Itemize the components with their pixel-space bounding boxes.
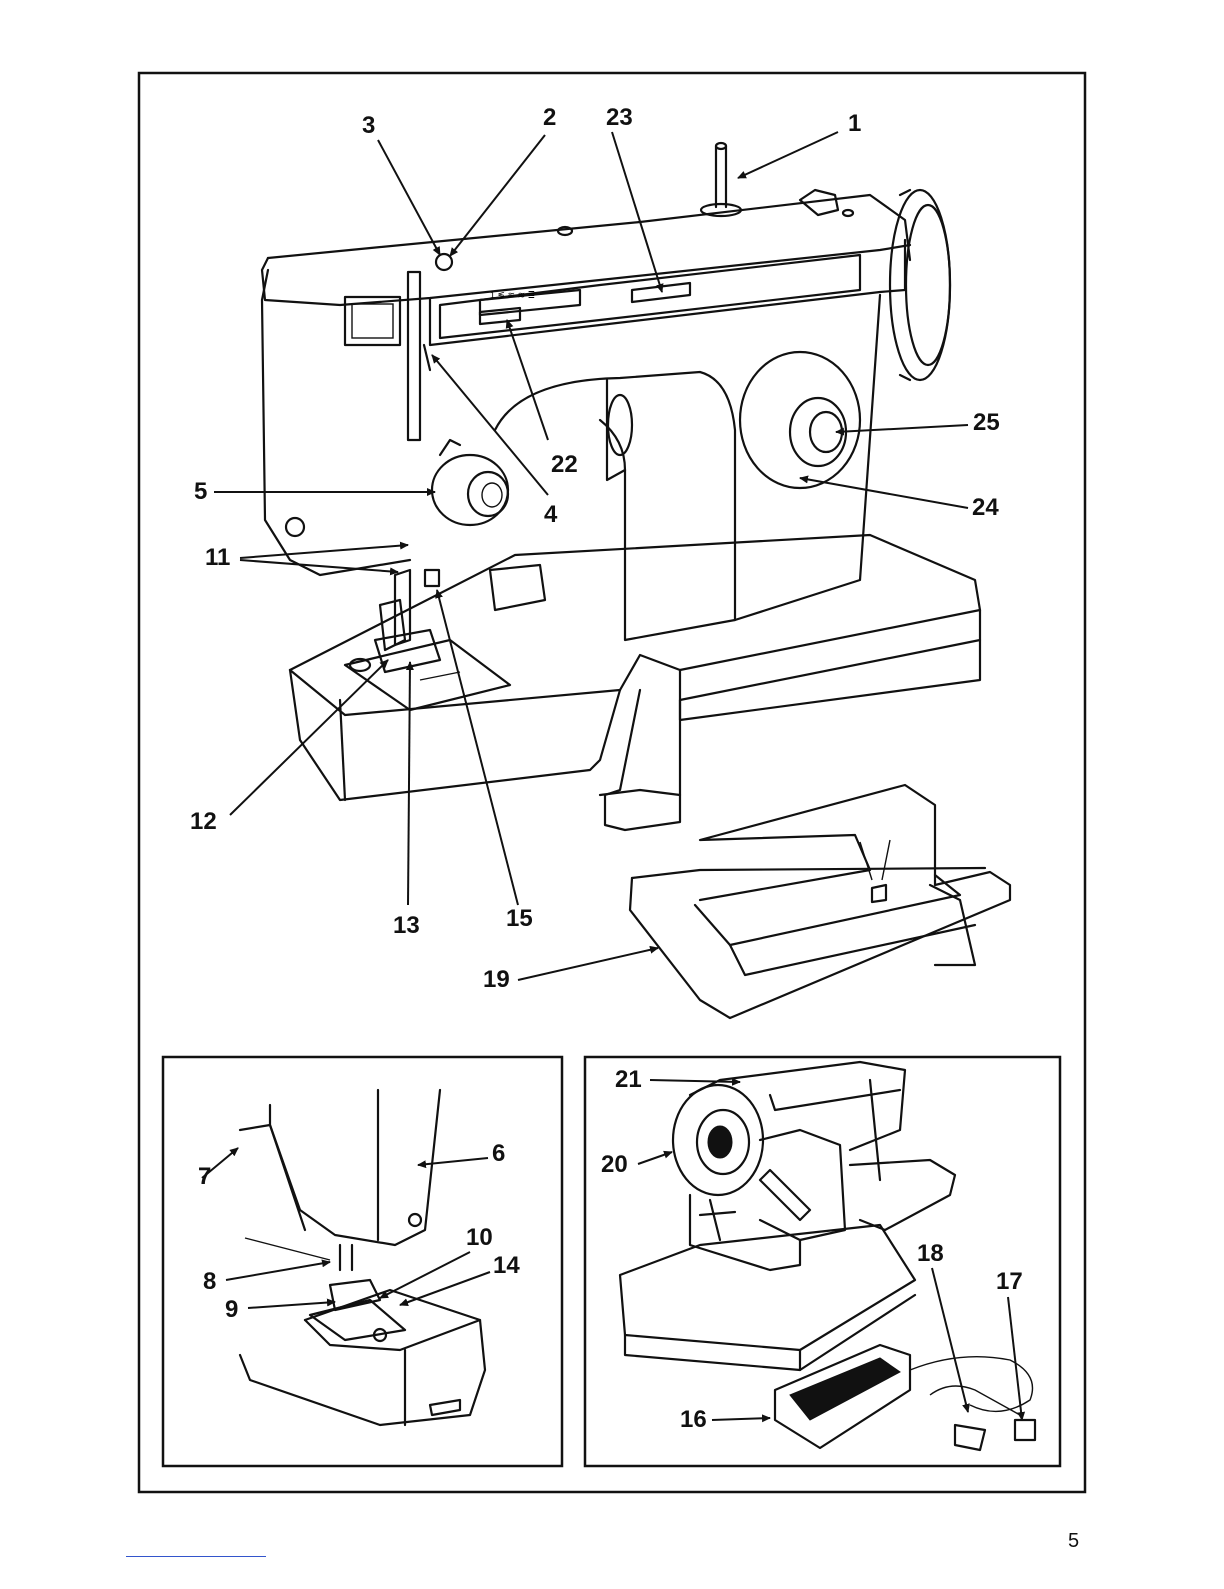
page-number: 5 [1068, 1530, 1079, 1553]
extension-table [630, 785, 1010, 1018]
sewing-machine-main: 1 ≶ ≋ ≋ ≣ [262, 143, 980, 830]
callout-18: 18 [917, 1242, 944, 1266]
callout-10: 10 [466, 1226, 493, 1250]
callout-4: 4 [544, 503, 557, 527]
callout-2: 2 [543, 106, 556, 130]
callout-14: 14 [493, 1254, 520, 1278]
callout-11: 11 [205, 546, 230, 570]
callout-3: 3 [362, 114, 375, 138]
callout-7: 7 [198, 1165, 211, 1189]
callout-1: 1 [848, 112, 861, 136]
callout-22: 22 [551, 453, 578, 477]
svg-text:1 ≶ ≋ ≋ ≣: 1 ≶ ≋ ≋ ≣ [490, 290, 535, 300]
callout-6: 6 [492, 1142, 505, 1166]
inset-needle-area [240, 1090, 485, 1425]
callout-19: 19 [483, 968, 510, 992]
callout-12: 12 [190, 810, 217, 834]
inset-rear-view [620, 1062, 1035, 1450]
callout-13: 13 [393, 914, 420, 938]
callout-23: 23 [606, 106, 633, 130]
callout-9: 9 [225, 1298, 238, 1322]
callout-25: 25 [973, 411, 1000, 435]
callout-24: 24 [972, 496, 999, 520]
callout-16: 16 [680, 1408, 707, 1432]
callout-15: 15 [506, 907, 533, 931]
callout-8: 8 [203, 1270, 216, 1294]
outer-frame [139, 73, 1085, 1492]
callout-17: 17 [996, 1270, 1023, 1294]
callout-21: 21 [615, 1068, 642, 1092]
callout-20: 20 [601, 1153, 628, 1177]
footer-rule [126, 1556, 266, 1557]
callout-5: 5 [194, 480, 207, 504]
